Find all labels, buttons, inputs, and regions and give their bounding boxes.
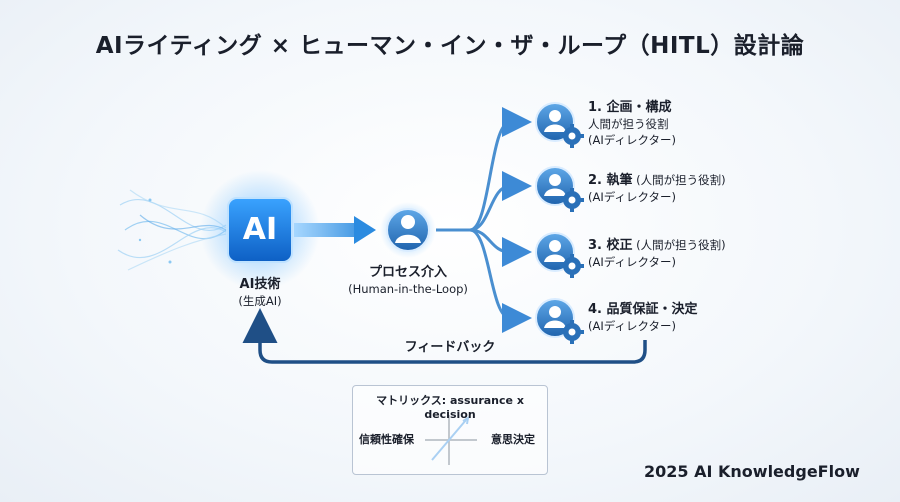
matrix-title: マトリックス: assurance x decision bbox=[376, 394, 524, 421]
step-4-label: 4. 品質保証・決定 (AIディレクター) bbox=[588, 302, 698, 334]
step-2-director: (AIディレクター) bbox=[588, 190, 676, 204]
page-title: AIライティング × ヒューマン・イン・ザ・ループ（HITL）設計論 bbox=[95, 33, 805, 59]
step-2-title: 2. 執筆 bbox=[588, 173, 633, 188]
step-1-director: (AIディレクター) bbox=[588, 133, 676, 147]
step-4-title: 4. 品質保証・決定 bbox=[588, 302, 698, 317]
step-3-person-gear-icon bbox=[535, 232, 584, 278]
process-person-icon bbox=[380, 202, 436, 258]
ai-badge-label: AI bbox=[242, 212, 278, 247]
step-3-director: (AIディレクター) bbox=[588, 255, 676, 269]
feedback-label: フィードバック bbox=[404, 340, 496, 355]
step-3-role: (人間が担う役割) bbox=[632, 238, 726, 252]
ai-node-label: AI技術 (生成AI) bbox=[212, 277, 308, 309]
process-node-subtitle: (Human-in-the-Loop) bbox=[348, 282, 468, 296]
step-4-director: (AIディレクター) bbox=[588, 319, 676, 333]
matrix-left-label: 信頼性確保 bbox=[359, 433, 414, 446]
matrix-right-label: 意思決定 bbox=[491, 433, 535, 446]
ai-beam-arrowhead bbox=[354, 216, 376, 244]
feedback-arrow bbox=[242, 308, 647, 364]
step-1-person-gear-icon bbox=[535, 102, 584, 148]
step-2-person-gear-icon bbox=[535, 166, 584, 212]
footer-brand: 2025 AI KnowledgeFlow bbox=[644, 462, 860, 481]
ai-badge bbox=[227, 197, 293, 263]
step-2-role: (人間が担う役割) bbox=[632, 173, 726, 187]
ai-beam bbox=[294, 223, 354, 237]
step-3-title: 3. 校正 bbox=[588, 238, 633, 253]
step-1-label: 1. 企画・構成 人間が担う役割 (AIディレクター) bbox=[588, 100, 676, 148]
ai-node-subtitle: (生成AI) bbox=[238, 294, 282, 308]
process-node-label: プロセス介入 (Human-in-the-Loop) bbox=[338, 265, 478, 297]
step-1-role: 人間が担う役割 bbox=[588, 117, 669, 131]
step-1-title: 1. 企画・構成 bbox=[588, 100, 672, 115]
step-2-label: 2. 執筆 (人間が担う役割) (AIディレクター) bbox=[588, 172, 726, 205]
process-node-title: プロセス介入 bbox=[368, 265, 447, 280]
branch-lines bbox=[436, 107, 532, 333]
step-3-label: 3. 校正 (人間が担う役割) (AIディレクター) bbox=[588, 237, 726, 270]
ai-node-title: AI技術 bbox=[239, 277, 281, 292]
matrix-box: マトリックス: assurance x decision 信頼性確保 意思決定 bbox=[352, 385, 548, 475]
data-strands bbox=[117, 189, 227, 271]
step-4-person-gear-icon bbox=[535, 298, 584, 344]
